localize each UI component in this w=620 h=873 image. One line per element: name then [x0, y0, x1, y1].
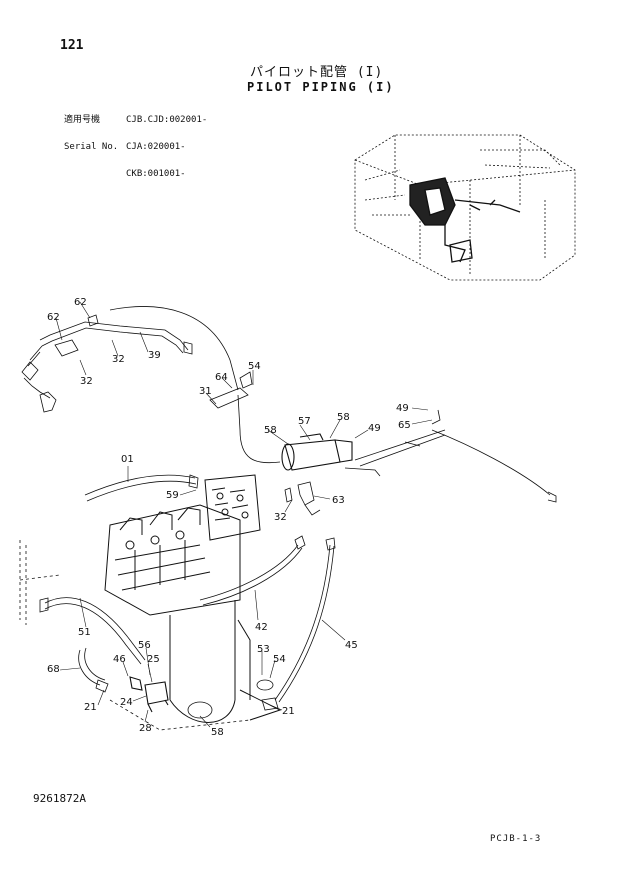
serial-number-block: 適用号機 CJB.CJD:002001- Serial No. CJA:020001… [64, 98, 207, 188]
highlighted-component-inset [409, 177, 521, 263]
callout-21: 21 [282, 706, 295, 717]
callout-57: 57 [298, 416, 311, 427]
solenoid-57 [281, 433, 353, 471]
serial-line: CKB:001001- [126, 169, 186, 179]
callout-32: 32 [112, 354, 125, 365]
callout-39: 39 [148, 350, 161, 361]
callout-51: 51 [78, 627, 91, 638]
control-valve-block [104, 474, 282, 723]
valve-24-25 [129, 676, 169, 713]
callout-46: 46 [113, 654, 126, 665]
hose-42 [199, 535, 306, 606]
callout-58: 58 [264, 425, 277, 436]
page-reference: PCJB-1-3 [490, 834, 542, 844]
callout-24: 24 [120, 697, 133, 708]
hose-45 [261, 537, 336, 711]
callout-64: 64 [215, 372, 228, 383]
callout-62: 62 [47, 312, 60, 323]
callout-49: 49 [368, 423, 381, 434]
title-english: PILOT PIPING (I) [247, 80, 395, 94]
hose-01 [84, 474, 199, 502]
serial-line: CJB.CJD:002001- [126, 115, 208, 125]
bracket-63 [284, 481, 321, 516]
hose-51 [39, 597, 146, 665]
page-number: 121 [60, 38, 84, 53]
callout-56: 56 [138, 640, 151, 651]
callout-labels: 62 62 32 39 32 54 64 31 57 58 58 49 49 6… [47, 297, 411, 738]
machine-overview-inset [354, 134, 576, 281]
leader-lines [55, 301, 433, 728]
callout-01: 01 [121, 454, 134, 465]
callout-28: 28 [139, 723, 152, 734]
callout-53: 53 [257, 644, 270, 655]
title-japanese: パイロット配管 (I) [250, 65, 384, 80]
callout-42: 42 [255, 622, 268, 633]
serial-label-en: Serial No. [64, 142, 119, 152]
serial-label-jp: 適用号機 [64, 115, 101, 125]
callout-32: 32 [80, 376, 93, 387]
bracket-65 [344, 409, 557, 503]
long-pilot-hose [109, 306, 281, 464]
hose-68 [78, 647, 109, 693]
callout-49: 49 [396, 403, 409, 414]
callout-59: 59 [166, 490, 179, 501]
callout-54: 54 [248, 361, 261, 372]
callout-63: 63 [332, 495, 345, 506]
callout-58: 58 [337, 412, 350, 423]
serial-line: CJA:020001- [126, 142, 186, 152]
callout-54: 54 [273, 654, 286, 665]
frame-outline [19, 540, 251, 731]
drawing-number: 9261872A [33, 792, 86, 805]
callout-32: 32 [274, 512, 287, 523]
callout-21: 21 [84, 702, 97, 713]
hose-39-assembly [21, 314, 193, 413]
callout-25: 25 [147, 654, 160, 665]
callout-31: 31 [199, 386, 212, 397]
clamp-53 [187, 679, 274, 719]
callout-58: 58 [211, 727, 224, 738]
callout-68: 68 [47, 664, 60, 675]
callout-62: 62 [74, 297, 87, 308]
callout-65: 65 [398, 420, 411, 431]
callout-45: 45 [345, 640, 358, 651]
